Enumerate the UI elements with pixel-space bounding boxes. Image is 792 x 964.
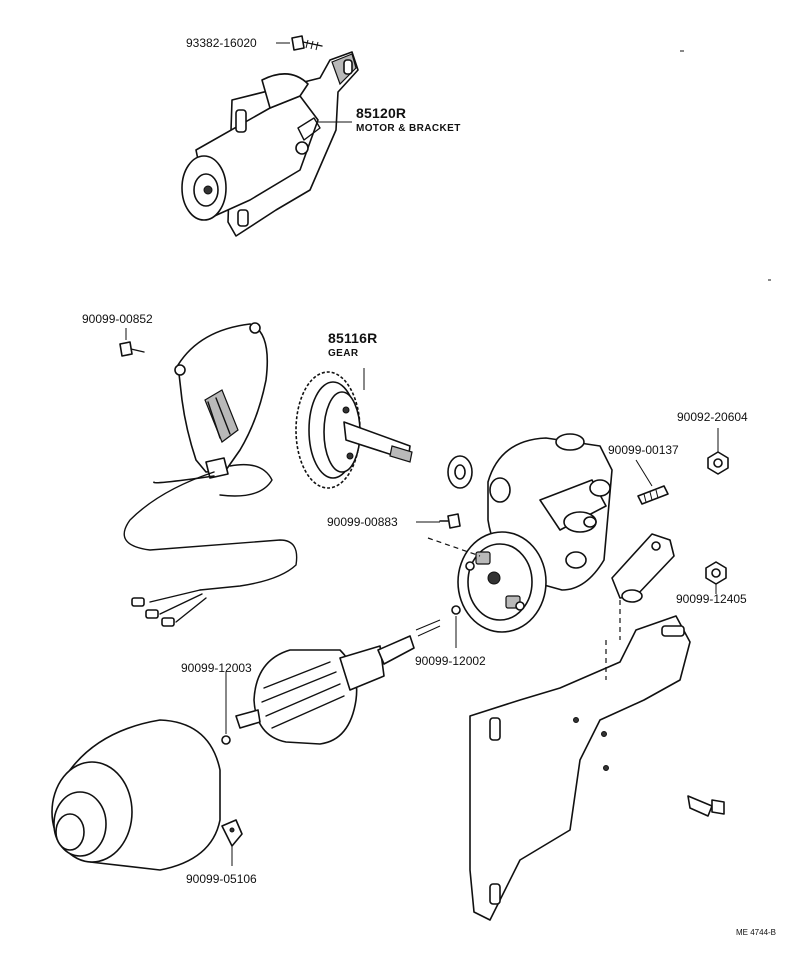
stud-icon bbox=[637, 485, 669, 505]
label-nut-top: 90092-20604 bbox=[677, 410, 748, 424]
motor-bracket-assembly bbox=[181, 35, 359, 237]
label-gear-name: GEAR bbox=[328, 348, 359, 359]
gear-assembly bbox=[295, 368, 413, 489]
label-screw-cover: 90099-00852 bbox=[82, 312, 153, 326]
brush-plate bbox=[457, 531, 547, 633]
label-bolt-top: 93382-16020 bbox=[186, 36, 257, 50]
figure-code: ME 4744-B bbox=[736, 928, 777, 937]
nut-icon bbox=[705, 561, 727, 585]
motor-yoke bbox=[51, 719, 221, 871]
label-nut-right: 90099-12405 bbox=[676, 592, 747, 606]
washer-icon bbox=[447, 455, 473, 489]
label-motor-bracket-name: MOTOR & BRACKET bbox=[356, 123, 461, 134]
link-arm bbox=[611, 533, 675, 603]
cover-with-harness bbox=[123, 322, 298, 627]
label-gear-number: 85116R bbox=[328, 330, 378, 346]
screw-icon bbox=[119, 341, 145, 357]
label-motor-bracket-number: 85120R bbox=[356, 105, 407, 121]
bolt-icon bbox=[291, 35, 323, 51]
clip-icon bbox=[221, 819, 243, 847]
screw-icon bbox=[439, 513, 461, 529]
bolt-icon bbox=[687, 795, 725, 817]
ball-icon bbox=[451, 605, 461, 615]
label-ball-left: 90099-12003 bbox=[181, 661, 252, 675]
label-ball-right: 90099-12002 bbox=[415, 654, 486, 668]
label-screw-brush: 90099-00883 bbox=[327, 515, 398, 529]
ball-icon bbox=[221, 735, 231, 745]
label-clip: 90099-05106 bbox=[186, 872, 257, 886]
nut-icon bbox=[707, 451, 729, 475]
armature bbox=[235, 619, 441, 745]
label-stud: 90099-00137 bbox=[608, 443, 679, 457]
mount-bracket bbox=[469, 615, 691, 921]
